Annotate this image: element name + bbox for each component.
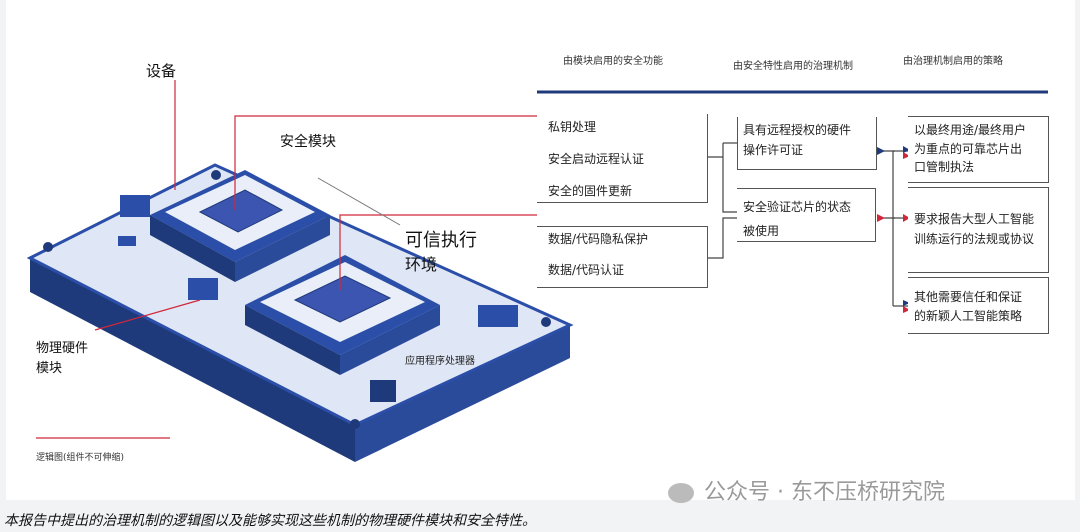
policy-text: 以最终用途/最终用户	[914, 123, 1027, 137]
mechanism-box	[737, 188, 876, 242]
policy-text: 口管制执法	[914, 160, 975, 174]
policy-box	[908, 116, 1049, 183]
header-mechanisms: 由安全特性启用的治理机制	[733, 61, 853, 72]
policy-box	[908, 187, 1049, 273]
header-policies: 由治理机制启用的策略	[903, 56, 1003, 67]
policy-text: 训练运行的法规或协议	[914, 232, 1035, 246]
policy-text: 其他需要信任和保证	[914, 290, 1023, 304]
label-device: 设备	[146, 62, 177, 80]
feature-item: 数据/代码隐私保护	[548, 232, 649, 246]
feature-item: 安全启动远程认证	[548, 152, 645, 166]
label-security-module: 安全模块	[280, 134, 336, 150]
watermark-text: 公众号 · 东不压桥研究院	[704, 480, 945, 505]
feature-group-1	[537, 114, 708, 203]
feature-item: 数据/代码认证	[548, 263, 625, 277]
label-physical-line2: 模块	[36, 361, 63, 376]
mechanism-text: 被使用	[743, 224, 780, 238]
legend-text: 逻辑图(组件不可伸缩)	[36, 453, 125, 463]
feature-item: 私钥处理	[548, 120, 597, 134]
mechanism-text: 操作许可证	[743, 143, 804, 157]
policy-text: 的新颖人工智能策略	[914, 309, 1023, 323]
mechanism-text: 具有远程授权的硬件	[743, 123, 852, 137]
label-tee-line2: 环境	[405, 255, 438, 274]
arrow-markers	[877, 146, 910, 313]
label-tee-line1: 可信执行	[405, 230, 477, 251]
watermark: 公众号 · 东不压桥研究院	[668, 474, 945, 506]
wechat-icon	[668, 483, 694, 503]
policy-text: 为重点的可靠芯片出	[914, 142, 1023, 156]
policy-text: 要求报告大型人工智能	[914, 212, 1035, 226]
feature-item: 安全的固件更新	[548, 184, 633, 198]
feature-group-2	[537, 226, 708, 288]
figure-caption: 本报告中提出的治理机制的逻辑图以及能够实现这些机制的物理硬件模块和安全特性。	[4, 513, 536, 529]
mechanism-text: 安全验证芯片的状态	[743, 200, 852, 214]
policy-box	[908, 277, 1049, 334]
board-side-right	[355, 325, 570, 462]
mechanism-box	[737, 117, 877, 170]
header-features: 由模块启用的安全功能	[563, 56, 663, 67]
board-side-left	[30, 258, 355, 462]
label-physical-line1: 物理硬件	[36, 341, 89, 356]
label-app-processor: 应用程序处理器	[405, 356, 475, 367]
board-illustration	[26, 80, 1048, 462]
